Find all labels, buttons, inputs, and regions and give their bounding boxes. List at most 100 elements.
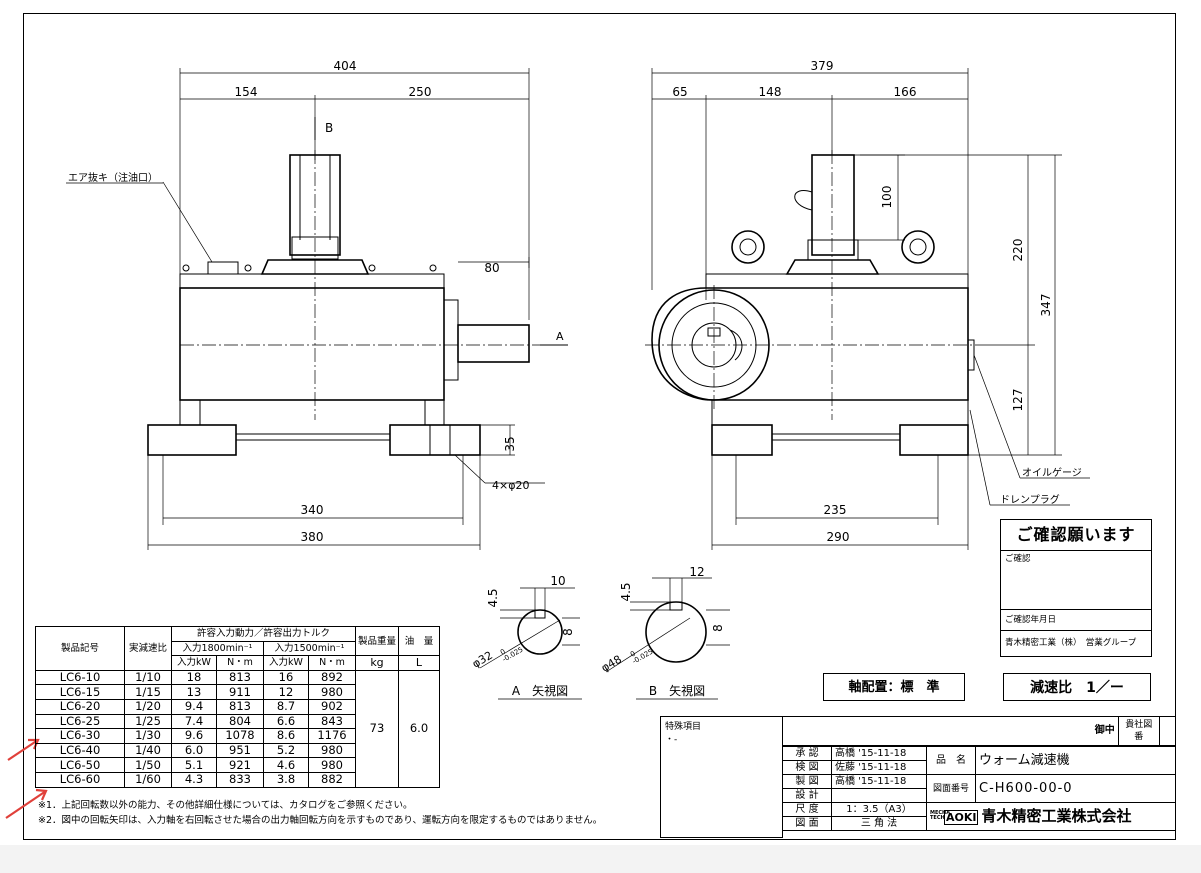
header-oil-unit: L: [398, 655, 440, 671]
header-in1500: 入力1500min⁻¹: [263, 640, 356, 657]
name-label: 品 名: [926, 746, 976, 775]
window-bottom-strip: [0, 845, 1201, 873]
cell-weight: 73: [355, 669, 399, 788]
cell-kw1800: 13: [171, 684, 217, 700]
view-b-tol-upper: 0: [629, 650, 637, 659]
dim-290: 290: [827, 530, 850, 544]
cell-nm1800: 804: [216, 713, 264, 730]
view-b-shaft-section: 12 4.5 8 φ48 0 -0.025 B 矢視図: [599, 565, 730, 700]
view-b-dim-12: 12: [689, 565, 704, 579]
front-view: 404 154 250 B エア抜キ（注油口） 80: [66, 59, 568, 550]
dim-127: 127: [1011, 389, 1025, 412]
oil-gauge-label: オイルゲージ: [1022, 467, 1082, 479]
cell-ratio: 1/10: [124, 669, 172, 686]
cell-model: LC6-30: [35, 728, 125, 744]
special-items-box: 特殊項目 ・-: [660, 716, 783, 838]
cell-kw1800: 5.1: [171, 757, 217, 773]
view-a-dim-8: 8: [561, 628, 575, 636]
cell-ratio: 1/20: [124, 698, 172, 715]
cell-model: LC6-40: [35, 742, 125, 759]
cell-model: LC6-15: [35, 684, 125, 700]
product-name: ウォーム減速機: [975, 746, 1176, 775]
cell-nm1500: 882: [308, 771, 356, 788]
cell-kw1500: 6.6: [263, 713, 309, 730]
header-model: 製品記号: [35, 626, 125, 671]
side-view: 379 65 148 166 100 オイルゲージ: [645, 59, 1090, 550]
view-b-diameter: φ48: [599, 653, 624, 675]
dim-220: 220: [1011, 239, 1025, 262]
dim-148: 148: [759, 85, 782, 99]
spec-notes: ※1．上記回転数以外の能力、その他詳細仕様については、カタログをご参照ください。…: [38, 798, 602, 828]
to-label: 御中: [782, 716, 1119, 746]
cell-kw1800: 9.4: [171, 698, 217, 715]
confirmation-box: ご確認願います ご確認 ご確認年月日 青木精密工業（株） 営業グループ: [1000, 519, 1152, 657]
company-name: 青木精密工業株式会社: [981, 806, 1132, 825]
confirm-label: ご確認: [1005, 554, 1031, 564]
confirm-company: 青木精密工業（株） 営業グループ: [1005, 638, 1137, 648]
title-block-top: 御中 貴社図番: [782, 716, 1177, 746]
client-dwg-no-label: 貴社図番: [1117, 716, 1160, 746]
note-1: ※1．上記回転数以外の能力、その他詳細仕様については、カタログをご参照ください。: [38, 800, 413, 811]
confirm-sign-field: ご確認: [1001, 551, 1151, 610]
view-a-dim-10: 10: [550, 574, 565, 588]
drawing-sheet-border: [23, 13, 1176, 840]
header-weight-unit: kg: [355, 655, 399, 671]
cell-kw1500: 4.6: [263, 757, 309, 773]
dim-235: 235: [824, 503, 847, 517]
special-value: ・-: [665, 735, 678, 745]
header-weight: 製品重量: [355, 625, 399, 657]
drain-plug-label: ドレンプラグ: [1000, 493, 1060, 506]
header-group: 許容入力動力／許容出力トルク: [171, 626, 356, 642]
header-ratio: 実減速比: [124, 626, 172, 671]
cell-kw1500: 8.6: [263, 728, 309, 744]
header-in1800: 入力1800min⁻¹: [171, 640, 264, 657]
arrow-b-label: B: [325, 121, 333, 135]
view-a-dim-4-5: 4.5: [486, 588, 500, 607]
aoki-logo: AOKI: [944, 809, 979, 825]
cell-nm1800: 921: [216, 757, 264, 773]
view-a-shaft-section: 10 4.5 8 φ32 0 -0.025 A 矢視図: [470, 574, 582, 700]
cell-model: LC6-25: [35, 713, 125, 730]
draw-label: 製 図: [782, 774, 832, 789]
ratio-box: 減速比 1／ー: [1003, 673, 1151, 701]
view-b-dim-8: 8: [711, 624, 725, 632]
dim-404: 404: [334, 59, 357, 73]
dim-65: 65: [672, 85, 687, 99]
cell-ratio: 1/50: [124, 757, 172, 773]
cell-nm1800: 911: [216, 684, 264, 700]
logo-mecha-tech: MECHA TECH: [930, 810, 951, 821]
view-a-diameter: φ32: [470, 649, 495, 671]
view-b-dim-4-5: 4.5: [619, 582, 633, 601]
cell-nm1800: 813: [216, 669, 264, 686]
cell-nm1500: 1176: [308, 728, 356, 744]
cell-nm1500: 843: [308, 713, 356, 730]
cell-kw1800: 6.0: [171, 742, 217, 759]
design-by: [831, 788, 927, 803]
cell-oil: 6.0: [398, 669, 440, 788]
approve-by: 高橋 '15-11-18: [831, 746, 927, 761]
client-dwg-no-value: [1158, 716, 1177, 746]
view-b-tolerance: -0.025: [631, 648, 655, 666]
note-2: ※2．図中の回転矢印は、入力軸を右回転させた場合の出力軸回転方向を示すものであり…: [38, 815, 603, 826]
cell-model: LC6-20: [35, 698, 125, 715]
header-nm-1: N・m: [216, 655, 264, 671]
cell-model: LC6-10: [35, 669, 125, 686]
dim-340: 340: [301, 503, 324, 517]
confirm-title: ご確認願います: [1001, 520, 1151, 551]
cell-nm1500: 980: [308, 757, 356, 773]
approve-label: 承 認: [782, 746, 832, 761]
header-nm-2: N・m: [308, 655, 356, 671]
dim-347: 347: [1039, 294, 1053, 317]
dim-80: 80: [484, 261, 499, 275]
dim-250: 250: [409, 85, 432, 99]
view-b-caption: B 矢視図: [649, 683, 705, 698]
header-kw-2: 入力kW: [263, 655, 309, 671]
check-by: 佐藤 '15-11-18: [831, 760, 927, 775]
cell-kw1500: 12: [263, 684, 309, 700]
dim-166: 166: [894, 85, 917, 99]
dwg-no-value: C-H600-00-0: [975, 774, 1176, 803]
header-kw-1: 入力kW: [171, 655, 217, 671]
